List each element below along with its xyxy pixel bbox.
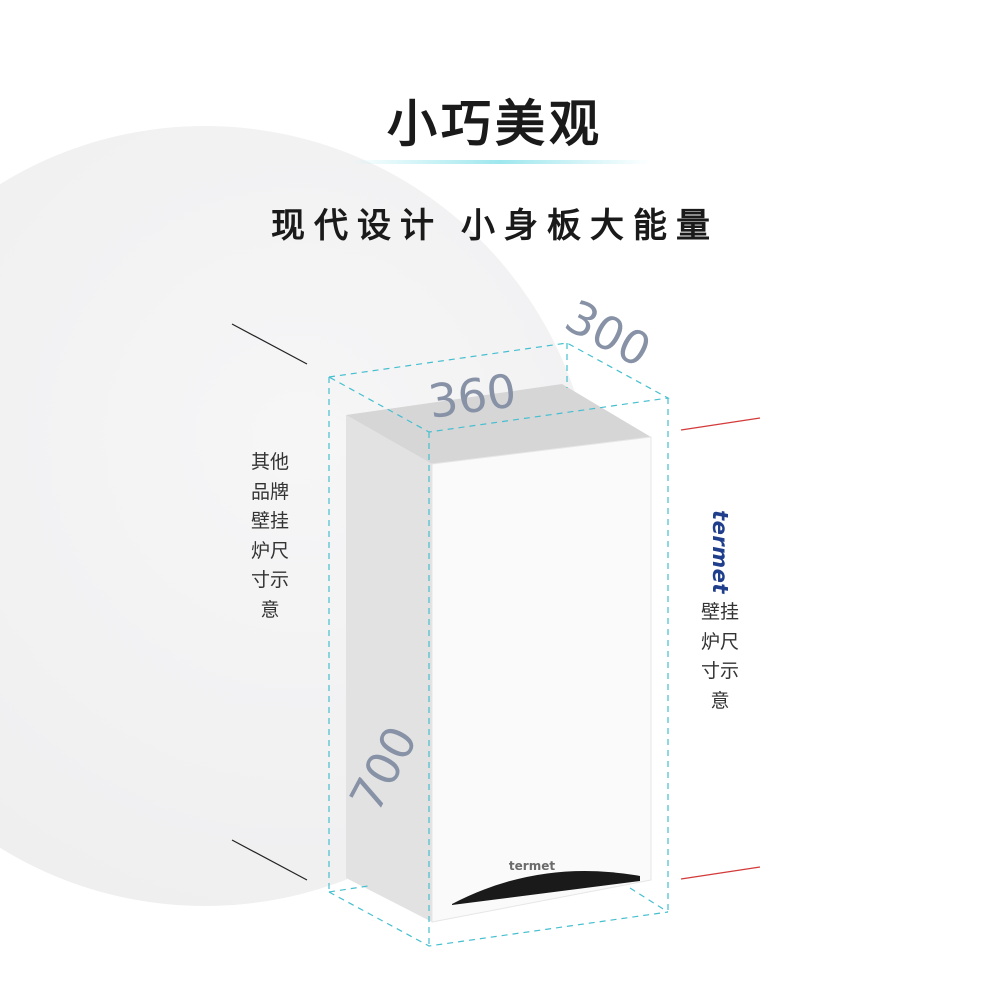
- subtitle-part-1: 现代设计: [271, 206, 443, 246]
- reference-line-bottom-right: [680, 866, 761, 880]
- subtitle-part-2: 小身板大能量: [461, 206, 719, 246]
- left-caption: 其他品牌壁挂炉尺寸示意: [250, 451, 289, 621]
- title-underline: [350, 160, 650, 164]
- brand-logo: termet: [708, 510, 732, 594]
- page-title: 小巧美观: [387, 95, 603, 153]
- boiler-base-cover: [452, 870, 640, 905]
- dimension-depth: 300: [557, 289, 660, 378]
- reference-line-top-right: [680, 417, 761, 431]
- reference-line-bottom-left: [231, 839, 308, 881]
- boiler-logo: termet: [509, 859, 555, 873]
- reference-line-top-left: [231, 323, 308, 365]
- boiler-side-face: [346, 415, 432, 922]
- boiler-front-face: [431, 436, 652, 923]
- dimension-bounding-box: [327, 342, 670, 947]
- dimension-width: 360: [425, 363, 519, 429]
- page-subtitle: 现代设计小身板大能量: [0, 198, 990, 247]
- boiler-top-face: [346, 384, 651, 464]
- right-caption: 壁挂炉尺寸示意: [700, 601, 739, 712]
